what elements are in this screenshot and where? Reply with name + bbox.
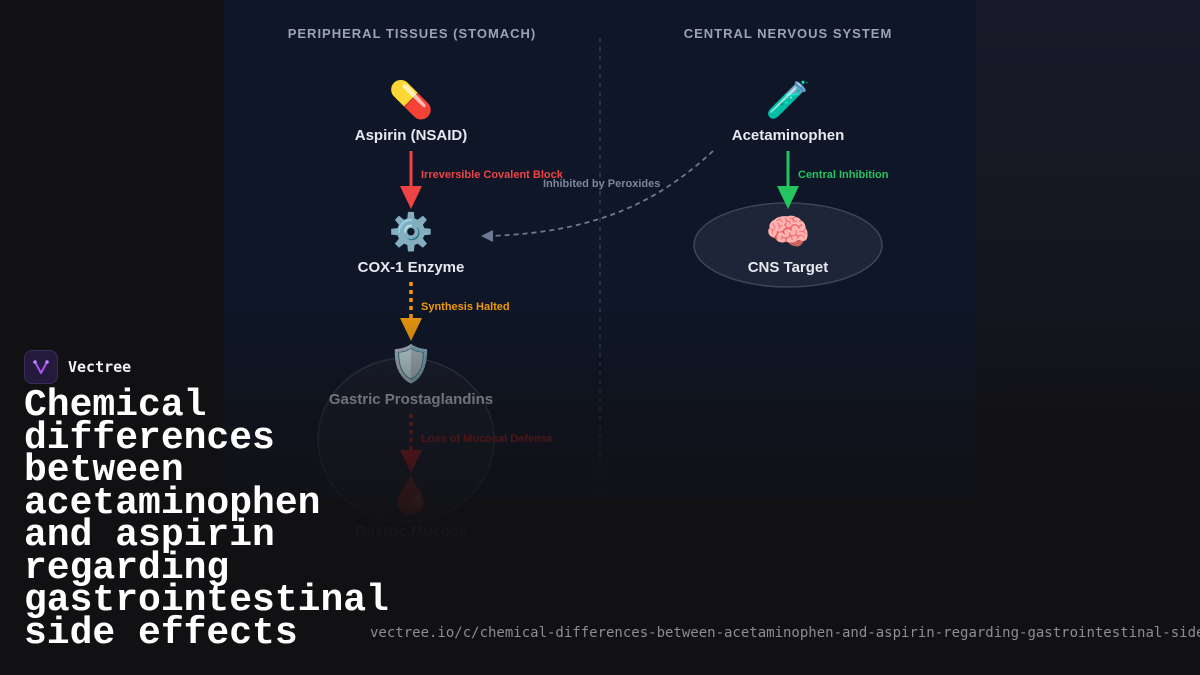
- right-column-title: CENTRAL NERVOUS SYSTEM: [683, 26, 893, 41]
- test-tube-icon: 🧪: [765, 79, 811, 120]
- acetaminophen-node-label: Acetaminophen: [731, 127, 845, 144]
- cox1-node-label: COX-1 Enzyme: [357, 259, 465, 276]
- shield-icon: 🛡️: [388, 343, 434, 384]
- peroxides-edge: [489, 150, 714, 237]
- brand-name: Vectree: [68, 358, 132, 376]
- gear-icon: ⚙️: [388, 211, 434, 252]
- vectree-logo-icon: [24, 350, 58, 384]
- central-inhibition-label: Central Inhibition: [798, 169, 889, 181]
- covalent-block-arrowhead: [400, 186, 422, 209]
- cns-node-label: CNS Target: [747, 259, 829, 276]
- covalent-block-label: Irreversible Covalent Block: [421, 169, 563, 181]
- pill-icon: 💊: [388, 79, 434, 120]
- aspirin-node-label: Aspirin (NSAID): [354, 127, 468, 144]
- page-title: Chemical differences between acetaminoph…: [24, 384, 389, 655]
- left-column-title: PERIPHERAL TISSUES (STOMACH): [287, 26, 537, 41]
- brand: Vectree: [24, 350, 131, 384]
- page-url[interactable]: vectree.io/c/chemical-differences-betwee…: [370, 625, 1200, 641]
- central-inhibition-arrowhead: [777, 186, 799, 209]
- brain-icon: 🧠: [765, 211, 811, 252]
- mucosal-defense-label: Loss of Mucosal Defense: [421, 433, 554, 445]
- peroxides-label: Inhibited by Peroxides: [543, 178, 661, 190]
- synthesis-halted-arrowhead: [400, 318, 422, 341]
- synthesis-halted-label: Synthesis Halted: [421, 301, 510, 313]
- peroxides-arrowhead: [481, 230, 493, 242]
